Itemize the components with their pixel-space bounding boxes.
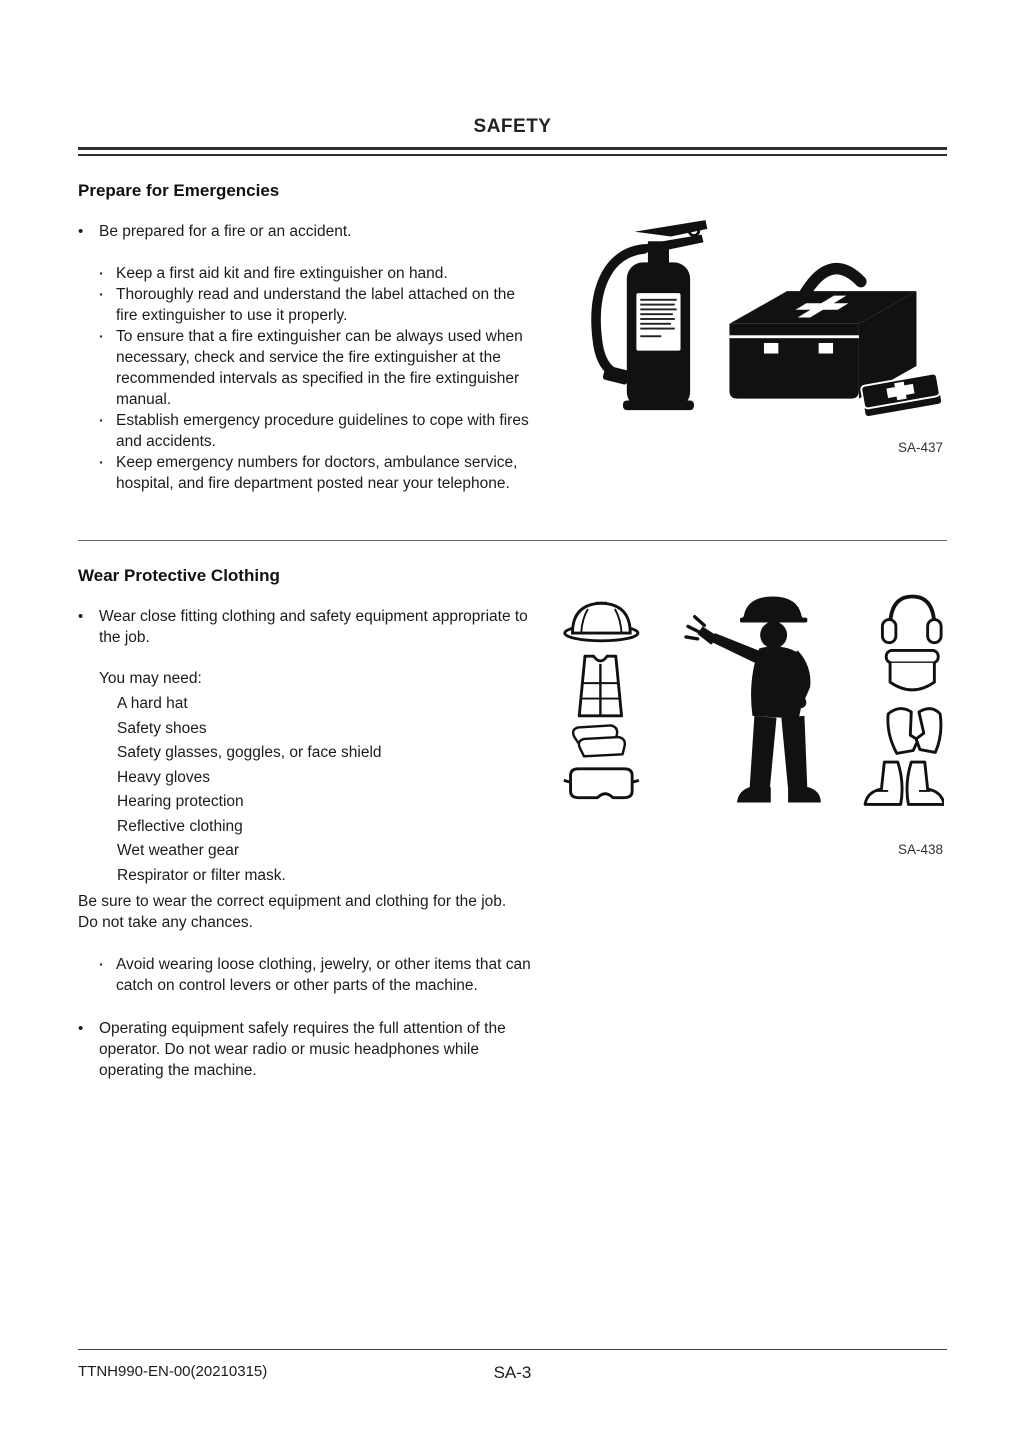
safety-boots-icon bbox=[863, 760, 944, 806]
section-prepare-for-emergencies: Prepare for Emergencies • Be prepared fo… bbox=[78, 181, 947, 494]
bullet-item: • Be prepared for a fire or an accident. bbox=[78, 221, 540, 242]
section1-text-column: • Be prepared for a fire or an accident.… bbox=[78, 201, 540, 494]
sub-bullet-marker: · bbox=[99, 265, 104, 281]
work-gloves-icon bbox=[571, 724, 627, 758]
header-double-rule bbox=[78, 147, 947, 156]
safety-vest-icon bbox=[577, 654, 624, 718]
sub-bullet-item: · Avoid wearing loose clothing, jewelry,… bbox=[99, 954, 540, 996]
section2-text-column: • Wear close fitting clothing and safety… bbox=[78, 586, 540, 1081]
page-number: SA-3 bbox=[493, 1363, 532, 1382]
bullet-text: Operating equipment safely requires the … bbox=[99, 1020, 506, 1079]
sub-bullet-text: Thoroughly read and understand the label… bbox=[116, 286, 515, 324]
sub-bullet-text: Avoid wearing loose clothing, jewelry, o… bbox=[116, 956, 531, 994]
equipment-item: Wet weather gear bbox=[117, 842, 240, 859]
footer-rule bbox=[78, 1349, 947, 1350]
sub-bullet-marker: · bbox=[99, 956, 104, 972]
earmuffs-icon bbox=[880, 594, 943, 645]
figure-label: SA-437 bbox=[897, 440, 943, 455]
protective-clothing-illustration bbox=[563, 594, 944, 806]
worker-icon bbox=[684, 596, 821, 803]
bullet-marker: • bbox=[78, 608, 84, 625]
face-shield-icon bbox=[884, 648, 940, 692]
sub-bullet-text: Keep a first aid kit and fire extinguish… bbox=[116, 265, 448, 282]
equipment-item: Safety glasses, goggles, or face shield bbox=[117, 744, 382, 761]
sub-bullet-item: · To ensure that a fire extinguisher can… bbox=[99, 326, 540, 410]
sub-bullet-list: · Avoid wearing loose clothing, jewelry,… bbox=[99, 954, 540, 996]
page-title: SAFETY bbox=[473, 116, 552, 137]
equipment-item: Reflective clothing bbox=[117, 817, 243, 835]
sub-bullet-marker: · bbox=[99, 454, 104, 470]
equipment-item: Safety shoes bbox=[117, 719, 207, 737]
figure-sa438: SA-438 bbox=[559, 586, 947, 857]
sub-bullet-item: · Establish emergency procedure guidelin… bbox=[99, 410, 540, 452]
goggles-icon bbox=[563, 767, 640, 800]
section-title: Prepare for Emergencies bbox=[78, 181, 280, 200]
sub-bullet-item: · Keep emergency numbers for doctors, am… bbox=[99, 452, 540, 494]
section-wear-protective-clothing: Wear Protective Clothing • Wear close fi… bbox=[78, 566, 947, 1081]
equipment-item: Hearing protection bbox=[117, 793, 244, 810]
section-title: Wear Protective Clothing bbox=[78, 566, 280, 585]
sub-bullet-item: · Thoroughly read and understand the lab… bbox=[99, 284, 540, 326]
sub-bullet-marker: · bbox=[99, 286, 104, 302]
hard-hat-icon bbox=[563, 601, 640, 643]
page-footer: TTNH990-EN-00(20210315) SA-3 bbox=[78, 1349, 947, 1385]
be-sure-paragraph: Be sure to wear the correct equipment an… bbox=[78, 893, 507, 931]
equipment-item: Respirator or filter mask. bbox=[117, 866, 286, 884]
you-may-need-intro: You may need: bbox=[99, 670, 202, 687]
emergency-equipment-illustration bbox=[591, 220, 942, 417]
sub-bullet-item: · Keep a first aid kit and fire extingui… bbox=[99, 263, 540, 284]
sub-bullet-marker: · bbox=[99, 412, 104, 428]
section-divider bbox=[78, 540, 947, 541]
fire-extinguisher-icon bbox=[591, 220, 708, 411]
page-header: SAFETY bbox=[78, 0, 947, 156]
sub-bullet-list: · Keep a first aid kit and fire extingui… bbox=[99, 263, 540, 494]
first-aid-kit-icon bbox=[729, 262, 917, 399]
figure-label: SA-438 bbox=[897, 842, 943, 857]
bullet-marker: • bbox=[78, 1020, 84, 1037]
sub-bullet-text: Establish emergency procedure guidelines… bbox=[116, 412, 529, 450]
equipment-item: A hard hat bbox=[117, 695, 188, 712]
equipment-list: A hard hat Safety shoes Safety glasses, … bbox=[117, 692, 540, 888]
sub-bullet-text: To ensure that a fire extinguisher can b… bbox=[116, 328, 523, 408]
sub-bullet-marker: · bbox=[99, 328, 104, 344]
first-aid-pouch-icon bbox=[860, 372, 942, 417]
bullet-text: Be prepared for a fire or an accident. bbox=[99, 223, 352, 240]
sub-bullet-text: Keep emergency numbers for doctors, ambu… bbox=[116, 454, 518, 492]
document-number: TTNH990-EN-00(20210315) bbox=[78, 1363, 268, 1380]
bullet-item: • Operating equipment safely requires th… bbox=[78, 1018, 540, 1081]
figure-sa437: SA-437 bbox=[559, 201, 947, 455]
equipment-item: Heavy gloves bbox=[117, 768, 211, 786]
bullet-marker: • bbox=[78, 223, 84, 240]
gloves-pair-icon bbox=[886, 707, 943, 755]
bullet-item: • Wear close fitting clothing and safety… bbox=[78, 606, 540, 648]
bullet-text: Wear close fitting clothing and safety e… bbox=[99, 608, 528, 646]
